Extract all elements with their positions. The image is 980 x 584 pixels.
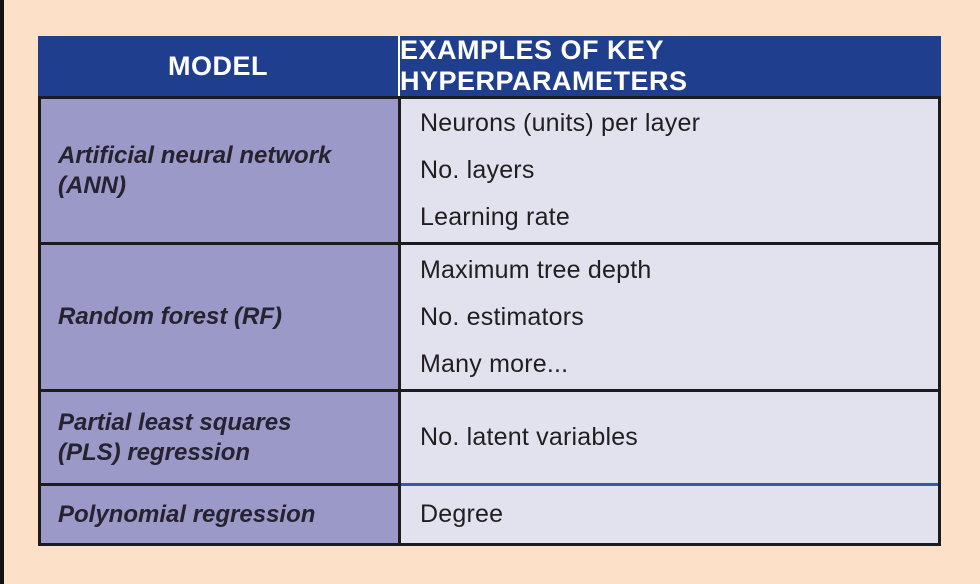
header-column-divider — [398, 36, 400, 96]
hyperparameters-cell: No. latent variables — [401, 389, 938, 483]
model-name-line: (PLS) regression — [58, 438, 251, 466]
model-cell: Random forest (RF) — [41, 242, 401, 389]
table-body: Artificial neural network (ANN) Neurons … — [38, 96, 941, 546]
column-header-hyperparameters: EXAMPLES OF KEY HYPERPARAMETERS — [400, 35, 688, 96]
hyperparameter-item: Maximum tree depth — [420, 255, 652, 284]
table-row: Partial least squares (PLS) regression N… — [41, 389, 938, 483]
model-name-line: (ANN) — [58, 171, 126, 199]
hyperparameter-item: Neurons (units) per layer — [420, 109, 701, 137]
table-row: Polynomial regression Degree — [41, 483, 938, 543]
model-cell: Polynomial regression — [41, 483, 401, 543]
hyperparameters-cell: Maximum tree depth No. estimators Many m… — [401, 242, 938, 389]
hyperparameters-table: MODEL EXAMPLES OF KEY HYPERPARAMETERS Ar… — [38, 35, 941, 546]
hyperparameter-item: No. latent variables — [420, 423, 639, 451]
hyperparameter-item: Many more... — [420, 349, 569, 378]
model-name-line: Random forest (RF) — [58, 303, 282, 330]
hyperparameter-item: No. estimators — [420, 302, 584, 331]
model-name-line: Polynomial regression — [58, 500, 316, 528]
hyperparameters-cell: Neurons (units) per layer No. layers Lea… — [401, 99, 938, 242]
table-row: Artificial neural network (ANN) Neurons … — [41, 99, 938, 242]
table-row: Random forest (RF) Maximum tree depth No… — [41, 242, 938, 389]
hyperparameters-cell: Degree — [401, 483, 938, 543]
model-cell: Artificial neural network (ANN) — [41, 99, 401, 242]
column-header-model: MODEL — [168, 50, 268, 81]
hyperparameter-item: Learning rate — [420, 203, 570, 231]
table-header-row: MODEL EXAMPLES OF KEY HYPERPARAMETERS — [38, 35, 941, 96]
hyperparameter-item: Degree — [420, 500, 504, 528]
hyperparameter-item: No. layers — [420, 156, 535, 184]
model-name-line: Artificial neural network — [58, 141, 332, 169]
page-edge-strip — [0, 0, 4, 584]
model-name-line: Partial least squares — [58, 408, 292, 436]
model-cell: Partial least squares (PLS) regression — [41, 389, 401, 483]
